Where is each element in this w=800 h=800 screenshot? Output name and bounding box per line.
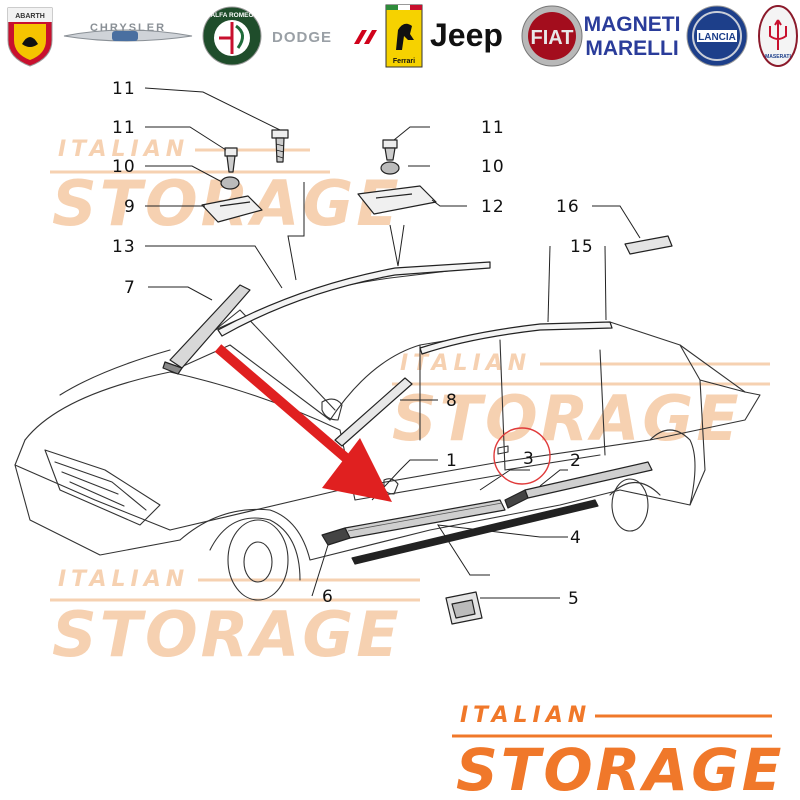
fiat-text: FIAT (531, 27, 574, 49)
part-10-washer-left (220, 176, 240, 190)
magneti-marelli-logo: MAGNETI MARELLI (584, 13, 681, 60)
part-15-roof-rail (419, 321, 613, 355)
maserati-logo: MASERATI (758, 5, 798, 67)
part-4-sill-strip (351, 499, 599, 565)
lancia-text: LANCIA (698, 32, 736, 43)
maserati-text: MASERATI (765, 54, 791, 60)
parts-group (162, 129, 673, 625)
shield-flag-icon (697, 30, 737, 42)
chrysler-logo: CHRYSLER (63, 22, 193, 42)
fiat-logo: FIAT (521, 5, 583, 67)
trident-icon (769, 19, 787, 50)
callout-10-right: 10 (481, 157, 505, 177)
callout-11-left: 11 (112, 118, 136, 138)
footer-logo-small-text: ITALIAN (460, 703, 591, 728)
part-6-end-cap (321, 527, 351, 546)
part-3-joint (504, 489, 529, 509)
watermark-small-text: ITALIAN (58, 567, 189, 592)
callout-10-left: 10 (112, 157, 136, 177)
round-badge-icon (528, 12, 576, 60)
brand-bar: ABARTH CHRYSLER ALFA ROMEO DODGE (7, 4, 798, 68)
lancia-logo: LANCIA (686, 5, 748, 67)
part-12-bolt (271, 129, 289, 163)
callout-11-right: 11 (481, 118, 505, 138)
marelli-text: MARELLI (585, 37, 678, 60)
ferrari-text: Ferrari (393, 58, 415, 65)
callout-15: 15 (570, 237, 594, 257)
watermark-center: ITALIAN STORAGE (392, 351, 770, 455)
callout-8: 8 (446, 391, 458, 411)
jeep-logo: Jeep (430, 17, 503, 53)
callout-13: 12 (481, 197, 505, 217)
callout-1: 1 (446, 451, 458, 471)
part-13-clip-plate (357, 185, 437, 215)
part-7-pillar-trim (169, 284, 251, 369)
callout-14: 13 (112, 237, 136, 257)
callout-7: 7 (124, 278, 136, 298)
part-16-bracket (624, 235, 673, 255)
part-14-roof-moulding (217, 261, 491, 337)
watermark-group: ITALIAN STORAGE ITALIAN STORAGE ITALIAN … (50, 137, 770, 671)
highlight-circle (493, 427, 551, 485)
part-10-washer-right (380, 161, 400, 175)
dodge-logo: DODGE (272, 29, 377, 46)
magneti-text: MAGNETI (584, 13, 681, 36)
alfa-romeo-logo: ALFA ROMEO (202, 6, 262, 66)
leader-lines (144, 87, 641, 599)
ferrari-logo: Ferrari (385, 4, 423, 68)
watermark-big-text: STORAGE (392, 382, 742, 455)
chrysler-text: CHRYSLER (90, 22, 166, 34)
watermark-big-text: STORAGE (52, 598, 402, 671)
prancing-horse-icon (396, 23, 414, 50)
alfa-romeo-text: ALFA ROMEO (210, 12, 253, 19)
callout-6: 6 (322, 587, 334, 607)
red-arrow (214, 344, 392, 502)
stripes-icon (354, 30, 377, 44)
watermark-small-text: ITALIAN (58, 137, 189, 162)
part-11-screw-right (382, 139, 398, 161)
footer-logo-big-text: STORAGE (456, 736, 784, 800)
scorpion-shield-icon (22, 37, 38, 47)
callout-labels: 11 11 10 9 13 7 11 10 12 16 15 8 1 3 2 4… (112, 79, 594, 609)
callout-16: 16 (556, 197, 580, 217)
part-11-screw-left (224, 147, 238, 173)
dodge-text: DODGE (272, 29, 332, 46)
callout-4: 4 (570, 528, 582, 548)
abarth-logo: ABARTH (7, 7, 53, 67)
watermark-small-text: ITALIAN (400, 351, 531, 376)
watermark-bottom-left: ITALIAN STORAGE (50, 567, 420, 671)
callout-5: 5 (568, 589, 580, 609)
part-8-windshield-trim (334, 377, 413, 447)
callout-2: 2 (570, 451, 582, 471)
callout-3: 3 (523, 449, 535, 469)
abarth-text: ABARTH (15, 13, 45, 20)
footer-logo: ITALIAN STORAGE (452, 703, 784, 800)
callout-9: 9 (124, 197, 136, 217)
callout-12: 11 (112, 79, 136, 99)
part-9-clip-plate (201, 195, 263, 223)
